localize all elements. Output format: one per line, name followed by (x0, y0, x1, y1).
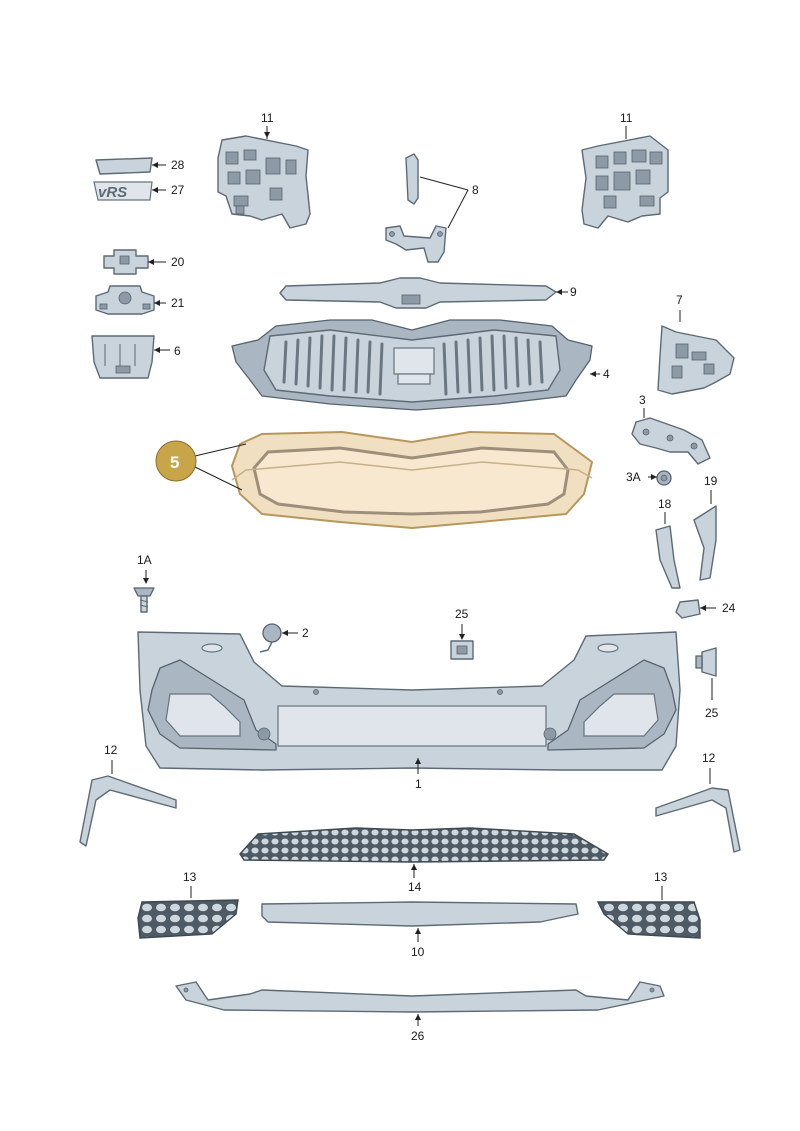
part-11-left: 11 (217, 111, 311, 229)
part-9: 9 (279, 277, 577, 309)
part-18: 18 (655, 497, 681, 589)
part-26: 26 (175, 981, 665, 1043)
part-25-right: 25 (695, 647, 719, 720)
part-27: vRS 27 (93, 181, 185, 201)
label-26: 26 (411, 1029, 425, 1043)
highlight-badge: 5 (155, 440, 247, 491)
label-12-left: 12 (104, 743, 118, 757)
label-8: 8 (472, 183, 479, 197)
label-13-right: 13 (654, 870, 668, 884)
label-27: 27 (171, 183, 185, 197)
label-24: 24 (722, 601, 736, 615)
label-1: 1 (415, 777, 422, 791)
label-7: 7 (676, 293, 683, 307)
badge-5-label: 5 (170, 453, 179, 472)
part-1a: 1A (133, 553, 155, 613)
part-14-mesh: 14 (239, 827, 609, 894)
label-14: 14 (408, 880, 422, 894)
part-1-bumper: 1 (137, 631, 681, 791)
grille-slats (282, 334, 544, 396)
part-25-center: 25 (450, 607, 474, 660)
label-9: 9 (570, 285, 577, 299)
part-21: 21 (95, 285, 185, 315)
part-10: 10 (261, 901, 579, 959)
part-28: 28 (95, 157, 185, 175)
label-21: 21 (171, 296, 185, 310)
label-2: 2 (302, 626, 309, 640)
label-25-center: 25 (455, 607, 469, 621)
label-20: 20 (171, 255, 185, 269)
part-13-right: 13 (596, 870, 701, 939)
emblem-text: vRS (98, 184, 127, 201)
label-3: 3 (639, 393, 646, 407)
label-10: 10 (411, 945, 425, 959)
label-4: 4 (603, 367, 610, 381)
part-3a: 3A (626, 470, 672, 486)
part-20: 20 (103, 249, 185, 275)
part-24: 24 (675, 599, 736, 619)
label-1a: 1A (137, 553, 152, 567)
part-2: 2 (259, 623, 309, 653)
part-13-left: 13 (137, 870, 239, 939)
label-13-left: 13 (183, 870, 197, 884)
part-11-right: 11 (581, 111, 669, 229)
label-19: 19 (704, 474, 718, 488)
part-12-right: 12 (655, 751, 741, 853)
label-28: 28 (171, 158, 185, 172)
part-12-left: 12 (79, 743, 177, 847)
label-11-right: 11 (620, 111, 633, 125)
part-7: 7 (657, 293, 735, 395)
label-25-right: 25 (705, 706, 719, 720)
label-6: 6 (174, 344, 181, 358)
label-12-right: 12 (702, 751, 716, 765)
part-3: 3 (631, 393, 711, 465)
part-5-highlighted (230, 430, 594, 530)
part-8: 8 (385, 153, 479, 263)
part-19: 19 (693, 474, 718, 581)
label-11-left: 11 (261, 111, 274, 125)
label-3a: 3A (626, 470, 641, 484)
label-18: 18 (658, 497, 672, 511)
part-6: 6 (91, 335, 181, 379)
part-4: 4 (231, 319, 610, 411)
